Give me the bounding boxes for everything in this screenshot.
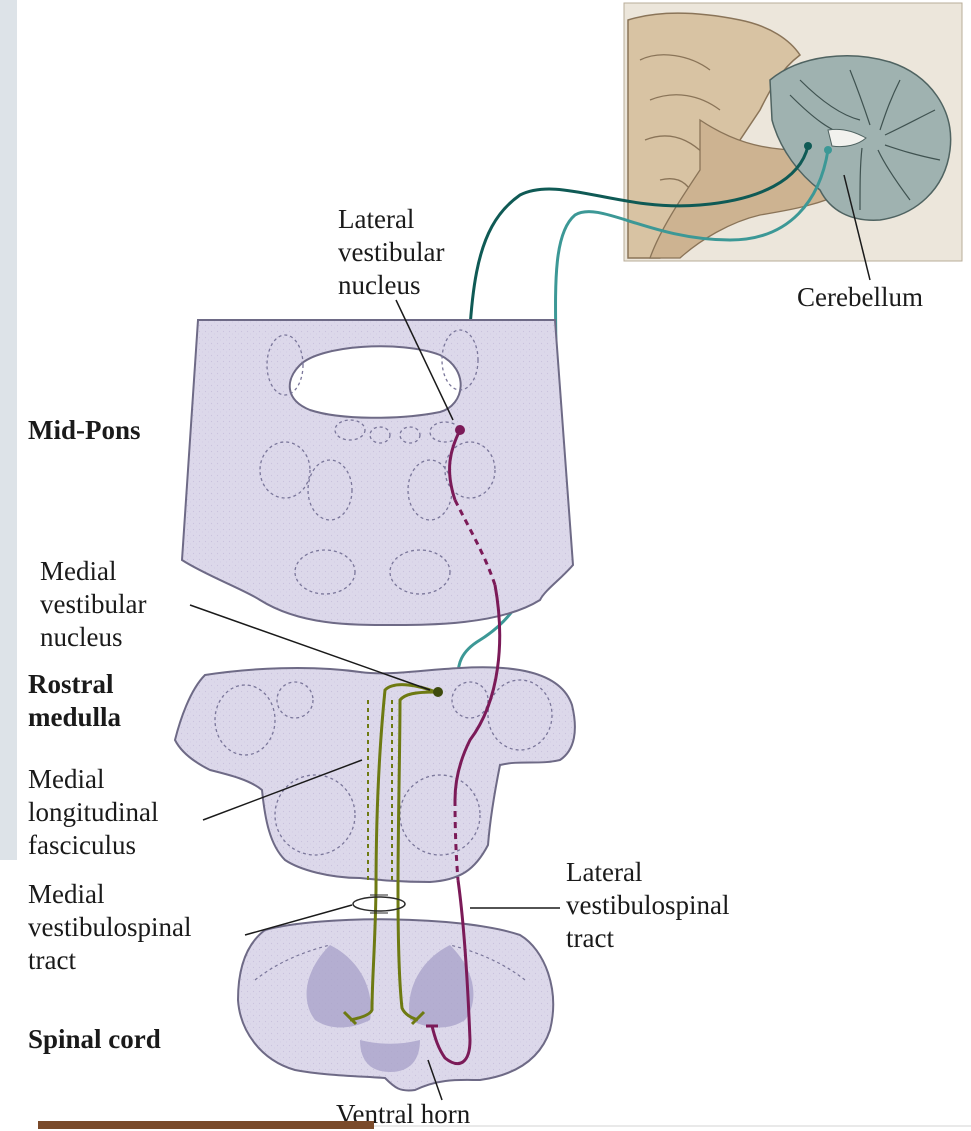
bottom-line-decoration (374, 1125, 971, 1127)
label-line: tract (28, 944, 192, 977)
medial-vestibular-nucleus-marker (433, 687, 443, 697)
lateral-vestibular-nucleus-marker (455, 425, 465, 435)
label-line: tract (566, 922, 730, 955)
label-lateral-vestibular-nucleus: Lateral vestibular nucleus (338, 203, 444, 302)
label-line: nucleus (40, 621, 146, 654)
label-line: Medial (28, 878, 192, 911)
label-line: Medial (40, 555, 146, 588)
label-line: medulla (28, 701, 121, 734)
label-lateral-vestibulospinal-tract: Lateral vestibulospinal tract (566, 856, 730, 955)
label-line: Lateral (566, 856, 730, 889)
spinal-cord-section (238, 919, 553, 1090)
label-line: longitudinal (28, 796, 159, 829)
label-line: vestibular (338, 236, 444, 269)
bottom-bar-decoration (38, 1121, 374, 1129)
brain-sagittal-panel (624, 3, 962, 261)
label-medial-vestibular-nucleus: Medial vestibular nucleus (40, 555, 146, 654)
label-line: vestibular (40, 588, 146, 621)
label-line: vestibulospinal (566, 889, 730, 922)
label-rostral-medulla: Rostral medulla (28, 668, 121, 734)
label-spinal-cord: Spinal cord (28, 1023, 161, 1056)
label-mid-pons: Mid-Pons (28, 414, 141, 447)
label-medial-vestibulospinal-tract: Medial vestibulospinal tract (28, 878, 192, 977)
label-line: Rostral (28, 668, 121, 701)
label-line: fasciculus (28, 829, 159, 862)
mid-pons-section (182, 320, 573, 625)
label-medial-longitudinal-fasciculus: Medial longitudinal fasciculus (28, 763, 159, 862)
label-line: Lateral (338, 203, 444, 236)
label-line: Medial (28, 763, 159, 796)
label-line: vestibulospinal (28, 911, 192, 944)
label-cerebellum: Cerebellum (797, 281, 923, 314)
label-line: nucleus (338, 269, 444, 302)
